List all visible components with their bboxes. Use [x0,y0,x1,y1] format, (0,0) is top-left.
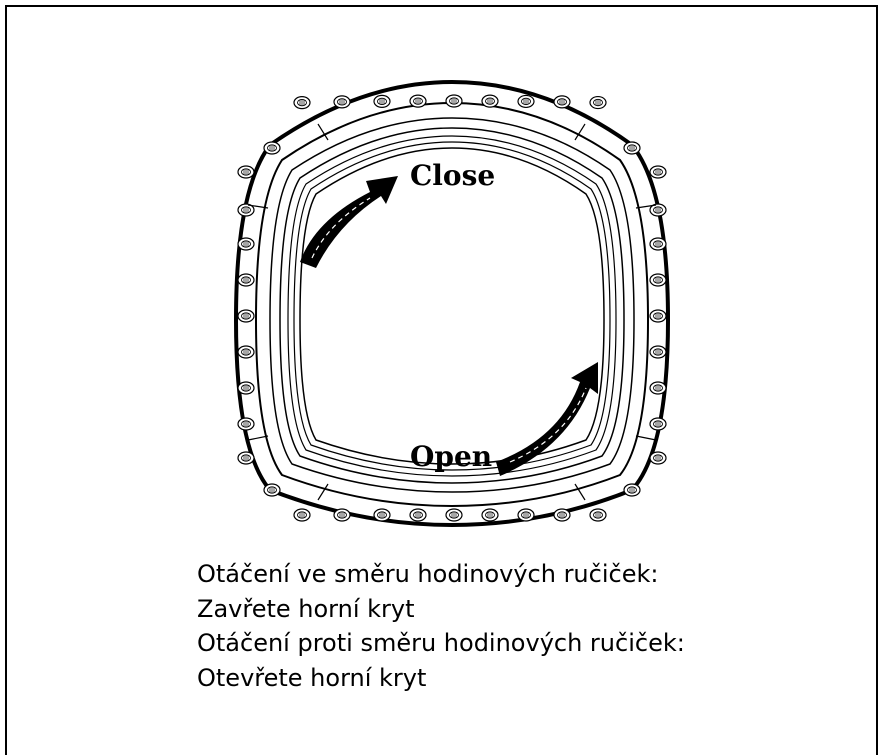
bolt-icon [649,273,667,287]
bolt-icon [409,508,427,522]
bolt-icon [623,483,641,497]
bolt-icon [623,141,641,155]
bolt-icon [445,508,463,522]
page-border [5,5,878,755]
bolt-icon [237,273,255,287]
bolt-icon [237,381,255,395]
lid-bolts [237,94,667,522]
bolt-icon [237,345,255,359]
close-arrow-icon [300,176,398,268]
bolt-icon [293,96,311,110]
bolt-icon [445,94,463,108]
bolt-icon [649,237,667,251]
bolt-icon [649,165,667,179]
close-arrow-highlight [311,197,371,259]
bolt-icon [333,508,351,522]
bolt-icon [517,94,535,109]
bolt-icon [649,345,667,359]
bolt-icon [263,483,281,497]
bolt-icon [237,237,255,251]
bolt-icon [589,508,607,522]
bolt-icon [481,94,499,108]
bolt-icon [649,451,667,465]
close-label: Close [410,159,495,192]
bolt-icon [649,381,667,395]
bolt-icon [237,451,255,465]
bolt-icon [293,508,311,522]
instructions-caption: Otáčení ve směru hodinových ručiček: Zav… [197,557,685,695]
bolt-icon [649,203,667,217]
open-label: Open [410,440,492,473]
bolt-icon [553,95,571,109]
lid-rotation-diagram: Close Open [233,79,671,528]
caption-line-counterclockwise: Otáčení proti směru hodinových ručiček: [197,629,685,657]
lid-segment-ticks [247,123,657,501]
lid-contour-5 [299,147,605,465]
caption-line-open: Otevřete horní kryt [197,663,427,692]
bolt-icon [517,508,535,522]
bolt-icon [333,95,351,109]
open-arrow-highlight [509,387,587,463]
caption-line-clockwise: Otáčení ve směru hodinových ručiček: [197,560,659,588]
lid-contour-4 [293,141,611,471]
caption-line-close: Zavřete horní kryt [197,594,415,623]
lid-band-inner-edge [254,101,650,508]
bolt-icon [263,141,281,155]
bolt-icon [589,95,607,110]
lid-contour-3 [287,135,617,477]
bolt-icon [649,417,667,431]
bolt-icon [237,417,255,431]
bolt-icon [481,508,499,522]
bolt-icon [553,508,571,522]
bolt-icon [373,508,391,522]
bolt-icon [237,309,255,323]
bolt-icon [237,165,255,179]
bolt-icon [649,309,667,323]
lid-contour-2 [279,127,625,484]
open-arrow-icon [496,362,598,476]
lid-contour-1 [269,117,635,493]
bolt-icon [237,203,255,217]
bolt-icon [373,94,391,108]
bolt-icon [409,94,427,108]
